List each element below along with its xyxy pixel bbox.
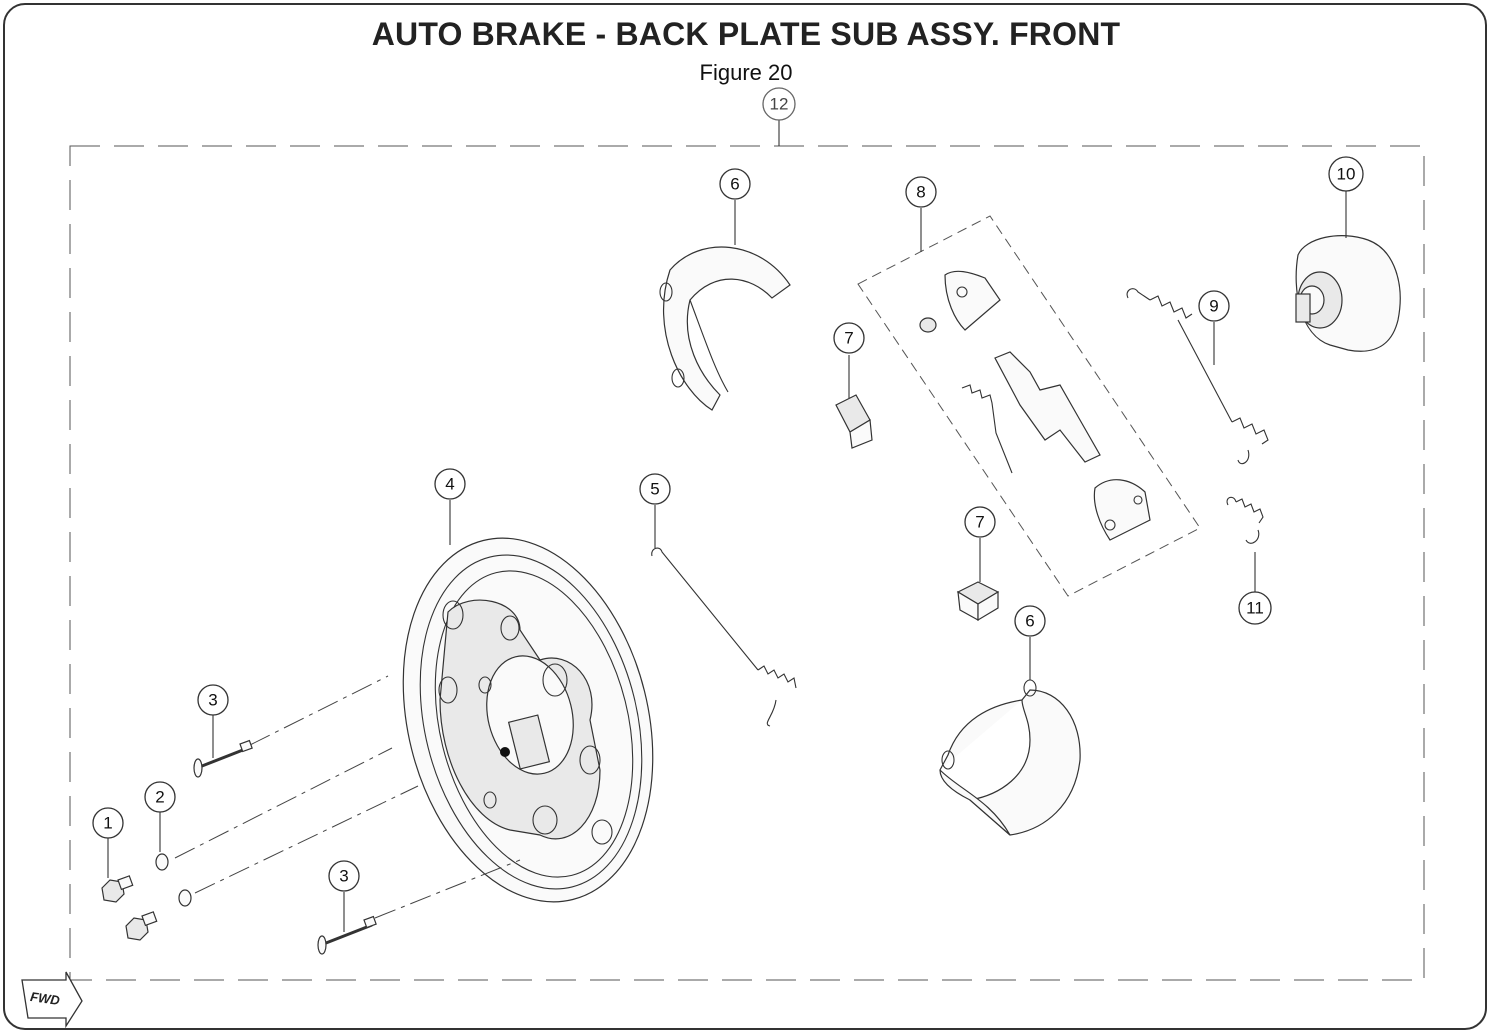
svg-text:4: 4 xyxy=(445,475,454,494)
bolt-upper xyxy=(101,875,134,903)
svg-text:11: 11 xyxy=(1246,599,1264,618)
assembly-boundary xyxy=(69,145,1425,981)
figure-label: Figure 20 xyxy=(699,60,793,85)
page-title: AUTO BRAKE - BACK PLATE SUB ASSY. FRONT xyxy=(371,16,1121,52)
svg-text:6: 6 xyxy=(1025,612,1034,631)
svg-text:2: 2 xyxy=(155,788,164,807)
svg-text:10: 10 xyxy=(1337,165,1356,184)
brake-shoe-upper xyxy=(659,246,791,411)
brake-shoe-lower xyxy=(939,679,1081,836)
callout-6-upper: 6 xyxy=(719,168,751,200)
washer-upper xyxy=(155,853,169,871)
centerline-2a xyxy=(174,747,393,859)
svg-text:6: 6 xyxy=(730,175,739,194)
callout-10: 10 xyxy=(1328,156,1364,192)
wheel-cylinder xyxy=(1295,235,1401,352)
svg-text:3: 3 xyxy=(208,691,217,710)
return-spring xyxy=(1126,288,1269,465)
callout-6-lower: 6 xyxy=(1014,605,1046,637)
callout-7-lower: 7 xyxy=(964,506,996,538)
kit-boundary-8 xyxy=(857,215,1201,597)
washer-lower xyxy=(178,889,192,907)
adjuster-kit xyxy=(919,270,1151,541)
svg-text:1: 1 xyxy=(103,814,112,833)
svg-text:7: 7 xyxy=(844,329,853,348)
callout-4: 4 xyxy=(434,468,466,500)
bolt-lower xyxy=(125,911,158,941)
back-plate xyxy=(402,537,654,903)
callout-8: 8 xyxy=(905,176,937,208)
forward-arrow-icon: FWD xyxy=(21,971,83,1029)
small-spring xyxy=(1226,496,1264,544)
svg-text:3: 3 xyxy=(339,867,348,886)
direction-label: FWD xyxy=(29,989,61,1008)
adjuster-spring xyxy=(651,547,797,727)
callout-3-lower: 3 xyxy=(328,860,360,892)
centerline-3b xyxy=(374,859,521,919)
hold-down-pin-upper xyxy=(193,739,253,778)
svg-text:8: 8 xyxy=(916,183,925,202)
centerline-3a xyxy=(249,675,389,746)
shoe-clip-upper xyxy=(835,394,873,449)
callout-12: 12 xyxy=(762,87,796,121)
svg-text:9: 9 xyxy=(1209,297,1218,316)
callout-9: 9 xyxy=(1198,290,1230,322)
callout-2: 2 xyxy=(144,781,176,813)
shoe-clip-lower xyxy=(956,581,1000,622)
page-frame xyxy=(3,3,1487,1030)
hold-down-pin-lower xyxy=(317,915,377,955)
callout-3-upper: 3 xyxy=(197,684,229,716)
callout-5: 5 xyxy=(639,473,671,505)
callout-7-upper: 7 xyxy=(833,322,865,354)
callout-11: 11 xyxy=(1238,591,1272,625)
svg-text:7: 7 xyxy=(975,513,984,532)
callout-1: 1 xyxy=(92,807,124,839)
svg-text:5: 5 xyxy=(650,480,659,499)
centerline-2b xyxy=(194,785,419,894)
svg-text:12: 12 xyxy=(770,95,789,114)
